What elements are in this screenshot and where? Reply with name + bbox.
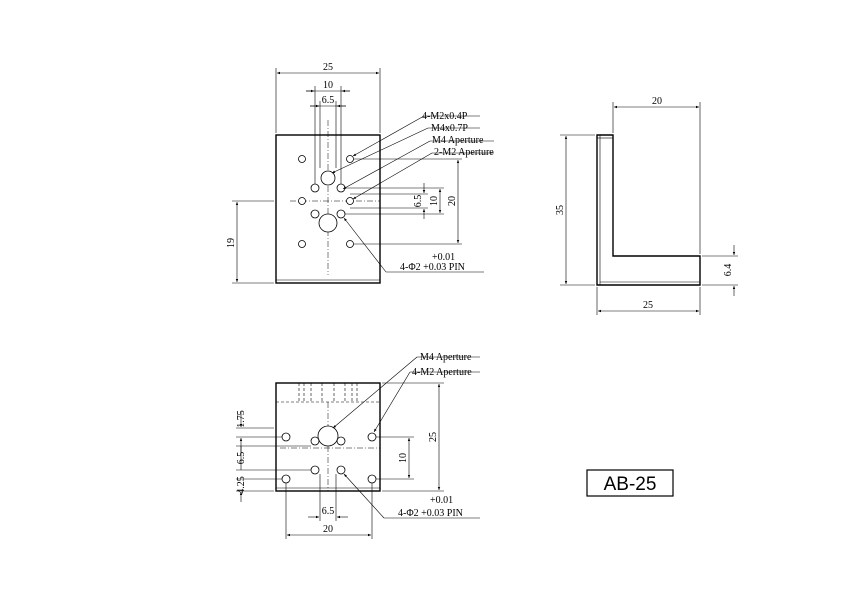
hole-m4-aperture (318, 213, 338, 233)
hole-m2-br (346, 240, 354, 248)
front-hole-m2-tr (367, 432, 377, 442)
front-pin-hole-1 (310, 436, 320, 446)
pin-hole-1 (310, 183, 320, 193)
front-callout-2: 4-M2 Aperture (412, 367, 472, 378)
part-number: AB-25 (604, 474, 657, 495)
pin-hole-4 (336, 209, 346, 219)
hole-m2-bl (298, 240, 306, 248)
top-pin-tolerance: +0.01 (432, 252, 455, 263)
dim-top-hole-inner: 6.5 (322, 95, 335, 106)
front-hole-m2-bl (281, 474, 291, 484)
front-pin-note: 4-Φ2 +0.03 PIN (398, 508, 463, 519)
part-number-box: AB-25 (586, 469, 674, 497)
dim-top-hole-span: 10 (323, 80, 333, 91)
dim-front-height: 25 (428, 432, 439, 442)
dim-front-175: 1.75 (236, 410, 247, 428)
side-view: 20 35 25 6.4 (555, 96, 738, 315)
top-pin-note: 4-Φ2 +0.03 PIN (400, 262, 465, 273)
pin-hole-2 (336, 183, 346, 193)
dim-side-thickness: 6.4 (723, 264, 734, 277)
dim-top-vert-10: 10 (429, 196, 440, 206)
top-view: 25 10 6.5 20 10 6.5 19 (226, 62, 494, 284)
dim-side-height: 35 (555, 205, 566, 215)
dim-front-vert-10: 10 (398, 453, 409, 463)
front-pin-hole-4 (336, 465, 346, 475)
front-hole-m2-br (367, 474, 377, 484)
front-view: 1.75 6.5 4.25 25 10 6.5 20 M4 Aperture 4… (236, 352, 480, 539)
dim-top-vert-20: 20 (447, 196, 458, 206)
dim-front-bottom-20: 20 (323, 524, 333, 535)
front-hole-m4-aperture (317, 425, 339, 447)
dim-front-bottom-65: 6.5 (322, 506, 335, 517)
dim-top-width: 25 (323, 62, 333, 73)
pin-hole-3 (310, 209, 320, 219)
hole-m4-tap (320, 170, 336, 186)
top-callout-4: 2-M2 Aperture (434, 147, 494, 158)
dim-side-top: 20 (652, 96, 662, 107)
side-view-outline (596, 134, 701, 286)
hole-m2-tl (298, 155, 306, 163)
front-callout-1: M4 Aperture (420, 352, 472, 363)
dim-top-vert-65: 6.5 (413, 195, 424, 208)
front-pin-tolerance: +0.01 (430, 495, 453, 506)
dim-top-height-19: 19 (226, 238, 237, 248)
dim-front-65: 6.5 (236, 452, 247, 465)
hole-m2-tr (346, 155, 354, 163)
front-pin-hole-3 (310, 465, 320, 475)
front-pin-hole-2 (336, 436, 346, 446)
dim-side-bottom: 25 (643, 300, 653, 311)
top-callout-2: M4x0.7P (431, 123, 468, 134)
front-hole-m2-tl (281, 432, 291, 442)
hole-m2-ml (298, 197, 306, 205)
hole-m2-mr (346, 197, 354, 205)
top-callout-3: M4 Aperture (432, 135, 484, 146)
dim-front-425: 4.25 (236, 476, 247, 494)
top-callout-1: 4-M2x0.4P (422, 111, 468, 122)
